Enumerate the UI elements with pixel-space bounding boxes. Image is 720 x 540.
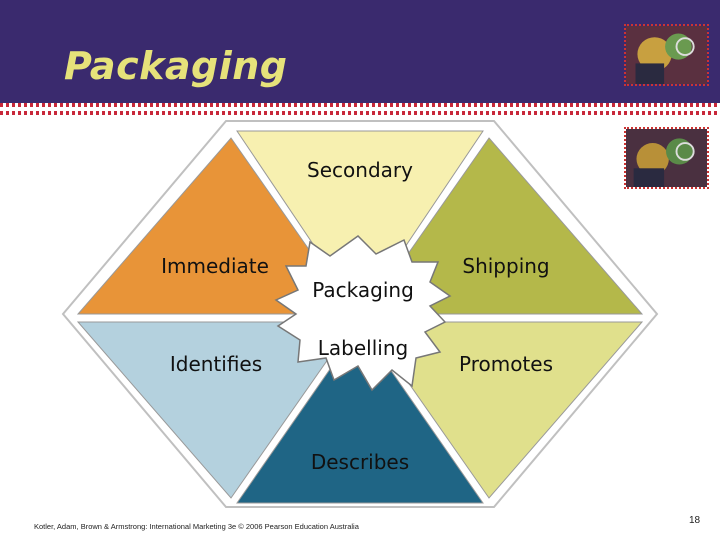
segment-label-upper-left: Immediate (161, 254, 269, 278)
decorative-thumbnail-image (624, 24, 709, 86)
segment-label-upper-right: Shipping (462, 254, 549, 278)
dotted-divider (0, 103, 720, 107)
segment-top (236, 130, 484, 315)
title-bar (0, 0, 720, 103)
segment-lower-left (76, 321, 355, 499)
segment-lower-right (365, 321, 644, 499)
center-label-top: Packaging (312, 278, 414, 302)
decorative-thumbnail-image (624, 127, 709, 189)
dotted-divider (0, 111, 720, 115)
segment-label-lower-right: Promotes (459, 352, 553, 376)
citation-footer: Kotler, Adam, Brown & Armstrong: Interna… (34, 522, 359, 531)
segment-label-top: Secondary (307, 158, 413, 182)
center-starburst (274, 235, 452, 392)
slide-title: Packaging (64, 44, 288, 88)
center-label-bottom: Labelling (318, 336, 408, 360)
page-number: 18 (689, 515, 701, 526)
segment-label-lower-left: Identifies (170, 352, 262, 376)
segment-label-bottom: Describes (311, 450, 409, 474)
segment-upper-left (76, 137, 355, 315)
segment-bottom (236, 325, 484, 504)
